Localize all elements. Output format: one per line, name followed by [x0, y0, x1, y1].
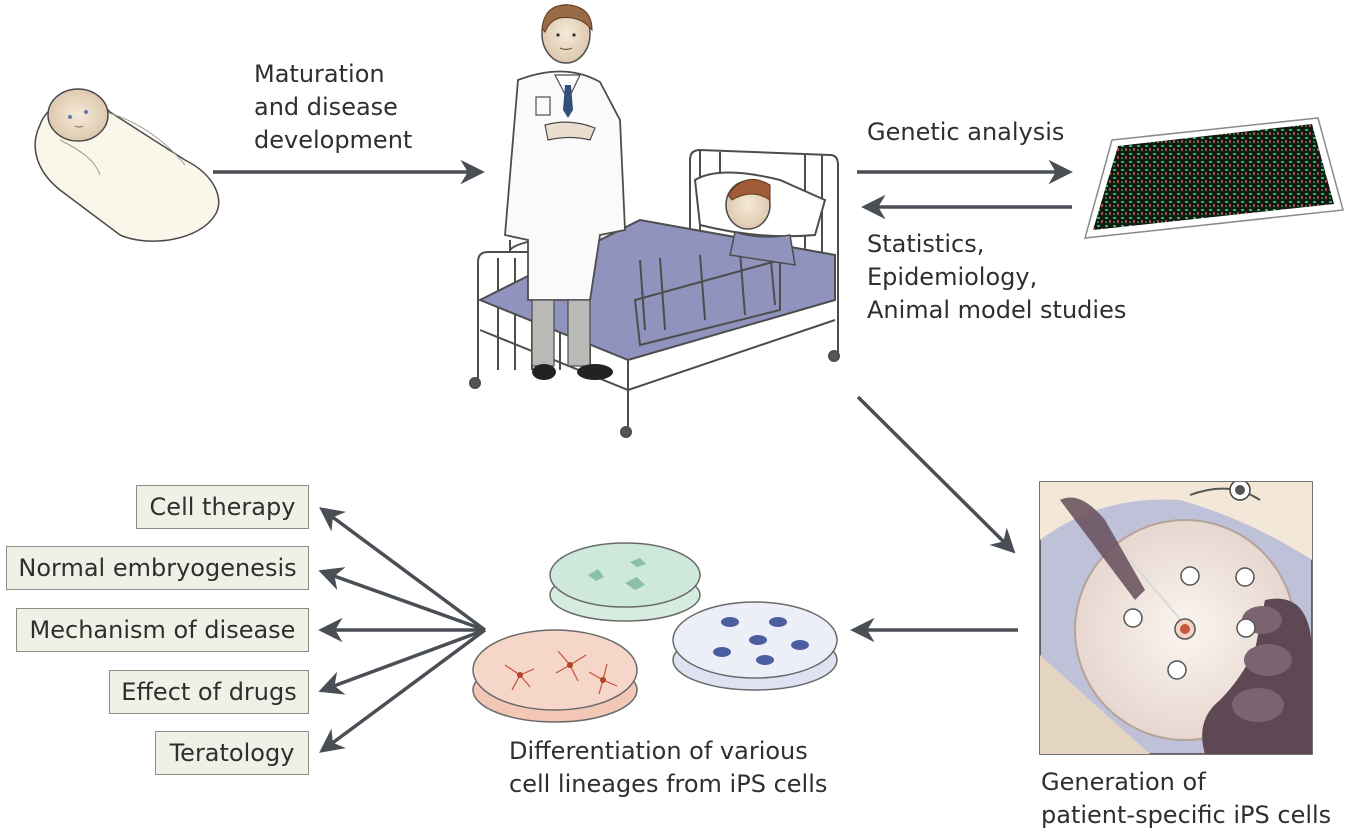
microarray-chip-illustration — [1083, 117, 1344, 239]
teratology-box: Teratology — [155, 731, 309, 775]
arrow-effect-of-drugs — [318, 628, 486, 695]
effect-of-drugs-box: Effect of drugs — [109, 670, 309, 714]
statistics-line-3: Animal model studies — [867, 296, 1127, 324]
arrow-to-ips — [856, 395, 1016, 554]
mechanism-of-disease-box: Mechanism of disease — [16, 608, 309, 652]
arrow-normal-embryogenesis — [318, 567, 486, 632]
swaddled-baby-illustration — [34, 88, 220, 242]
statistics-line-1: Statistics, — [867, 230, 985, 258]
doctor-illustration — [504, 4, 626, 380]
maturation-label: Maturation and disease development — [254, 58, 412, 157]
maturation-line-1: Maturation — [254, 60, 385, 88]
maturation-line-3: development — [254, 126, 413, 154]
ips-cell-culture-illustration — [1039, 481, 1313, 755]
petri-dish-illustration — [472, 542, 838, 723]
statistics-label: Statistics, Epidemiology, Animal model s… — [867, 228, 1126, 327]
generation-label: Generation of patient-specific iPS cells — [1041, 766, 1331, 832]
normal-embryogenesis-box: Normal embryogenesis — [6, 546, 309, 590]
differentiation-line-1: Differentiation of various — [509, 737, 808, 765]
generation-line-1: Generation of — [1041, 768, 1206, 796]
cell-therapy-box: Cell therapy — [136, 485, 309, 529]
arrow-teratology — [319, 628, 487, 753]
arrow-cell-therapy — [319, 507, 487, 632]
generation-line-2: patient-specific iPS cells — [1041, 801, 1332, 829]
genetic-analysis-label: Genetic analysis — [867, 118, 1065, 146]
differentiation-line-2: cell lineages from iPS cells — [509, 770, 828, 798]
statistics-line-2: Epidemiology, — [867, 263, 1038, 291]
maturation-line-2: and disease — [254, 93, 398, 121]
differentiation-label: Differentiation of various cell lineages… — [509, 735, 827, 801]
